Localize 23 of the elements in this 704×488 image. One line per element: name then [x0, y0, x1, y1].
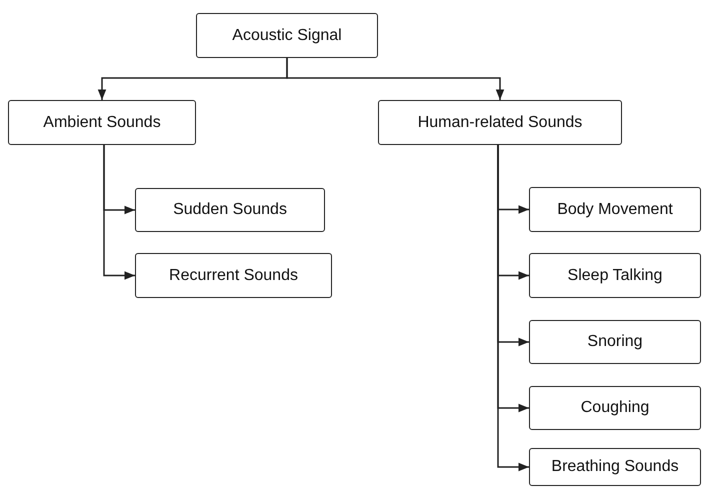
node-label: Snoring	[587, 333, 643, 351]
process-box	[529, 320, 701, 364]
node-label: Breathing Sounds	[551, 458, 679, 476]
node-label: Human-related Sounds	[418, 114, 582, 132]
node-label: Recurrent Sounds	[169, 266, 298, 284]
process-box	[135, 253, 332, 298]
process-box	[529, 448, 701, 486]
node-label: Body Movement	[557, 200, 673, 218]
node-label: Ambient Sounds	[43, 114, 161, 132]
process-box	[196, 13, 378, 58]
node-label: Sudden Sounds	[173, 201, 287, 219]
process-box	[135, 188, 325, 232]
arrow	[286, 58, 504, 100]
process-box	[529, 187, 701, 232]
arrow	[103, 145, 135, 280]
node-label: Coughing	[580, 399, 650, 417]
node-label: Sleep Talking	[568, 266, 662, 284]
process-box	[529, 253, 701, 298]
node-label: Acoustic Signal	[232, 26, 342, 44]
process-box	[529, 386, 701, 430]
arrow	[497, 145, 529, 472]
process-box	[8, 100, 196, 145]
process-box	[378, 100, 622, 145]
